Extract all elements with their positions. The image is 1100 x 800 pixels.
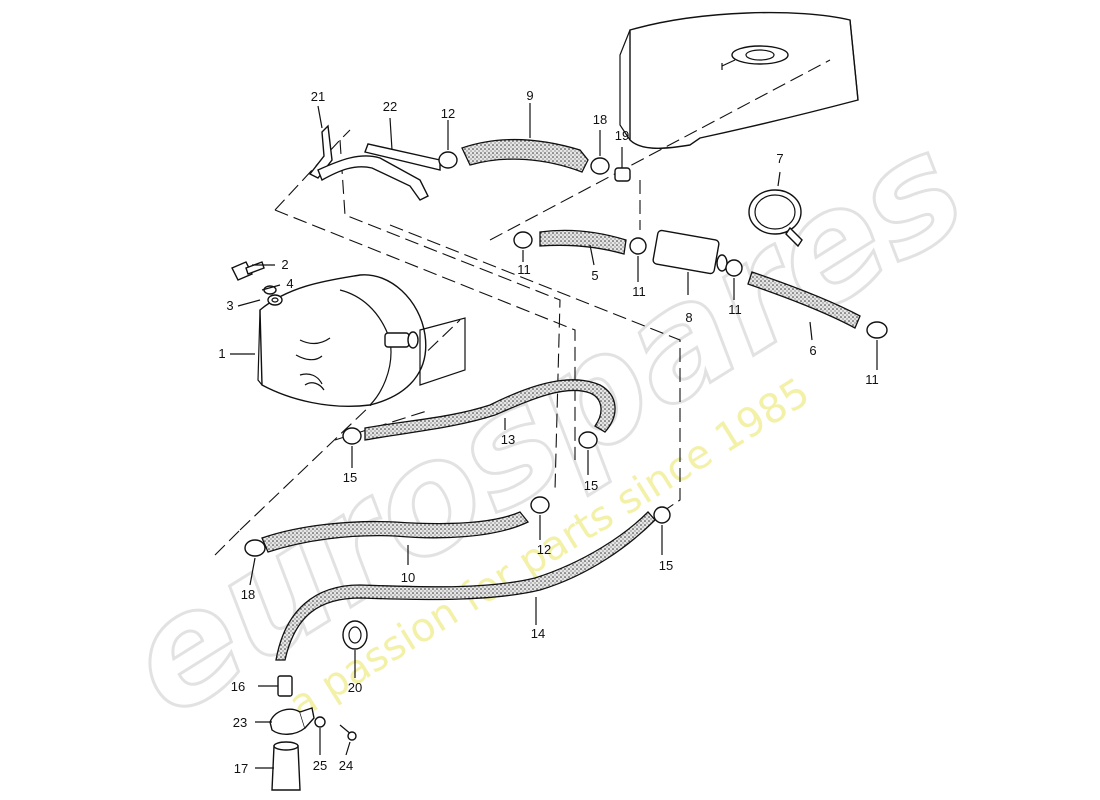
callout-15a: 15 <box>343 470 357 485</box>
callout-18b: 18 <box>593 112 607 127</box>
callout-24: 24 <box>339 758 353 773</box>
callout-2: 2 <box>281 257 288 272</box>
callout-20: 20 <box>348 680 362 695</box>
callout-23: 23 <box>233 715 247 730</box>
hose-10 <box>244 496 550 557</box>
small-pipes <box>308 124 441 201</box>
callout-12b: 12 <box>537 542 551 557</box>
callout-18a: 18 <box>241 587 255 602</box>
callout-11b: 11 <box>632 284 646 299</box>
hose-9 <box>461 138 589 173</box>
callout-14: 14 <box>531 626 545 641</box>
callout-21: 21 <box>311 89 325 104</box>
callout-labels: 1 2 3 4 5 6 7 8 9 10 11 11 11 11 12 12 1… <box>218 88 878 776</box>
callout-11d: 11 <box>865 372 879 387</box>
fuel-tank <box>619 11 859 149</box>
grommet-20 <box>342 620 368 650</box>
callout-22: 22 <box>383 99 397 114</box>
callout-17: 17 <box>234 761 248 776</box>
callout-1: 1 <box>218 346 225 361</box>
callout-8: 8 <box>685 310 692 325</box>
hose-13 <box>342 379 616 449</box>
callout-11a: 11 <box>517 262 531 277</box>
callout-25: 25 <box>313 758 327 773</box>
callout-9: 9 <box>526 88 533 103</box>
callout-4: 4 <box>286 276 293 291</box>
bolt-and-washers <box>231 261 283 306</box>
callout-16: 16 <box>231 679 245 694</box>
callout-15c: 15 <box>659 558 673 573</box>
callout-10: 10 <box>401 570 415 585</box>
filter-and-hoses <box>513 229 888 339</box>
watermark: eurospares a passion for parts since 198… <box>95 99 995 752</box>
callout-6: 6 <box>809 343 816 358</box>
reservoir-canister <box>257 274 466 407</box>
callout-13: 13 <box>501 432 515 447</box>
bottom-fittings <box>269 675 357 791</box>
watermark-brand: eurospares <box>97 100 994 750</box>
callout-19: 19 <box>615 128 629 143</box>
callout-5: 5 <box>591 268 598 283</box>
callout-12a: 12 <box>441 106 455 121</box>
hose-14 <box>275 506 671 661</box>
callout-11c: 11 <box>728 302 742 317</box>
callout-leaders <box>230 103 878 769</box>
clip-7 <box>748 189 803 248</box>
callout-15b: 15 <box>584 478 598 493</box>
callout-7: 7 <box>776 151 783 166</box>
callout-3: 3 <box>226 298 233 313</box>
